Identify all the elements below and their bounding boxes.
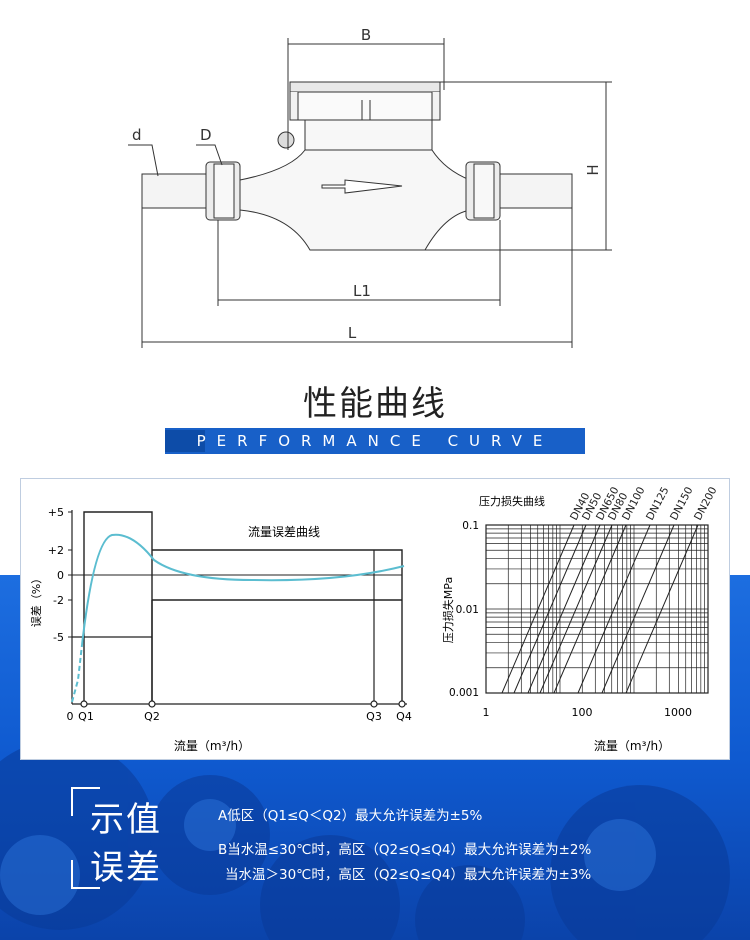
low-zone-upper-limit	[83, 511, 153, 704]
x-axis-label: 流量（m³/h）	[174, 739, 250, 753]
dim-l1-label: L1	[353, 282, 371, 300]
section-subtitle: PERFORMANCE CURVE	[196, 432, 554, 450]
y-tick-label: 0.1	[462, 520, 479, 532]
x-tick-label: 100	[572, 706, 593, 719]
badge-line-2: 误差	[90, 848, 162, 888]
x-tick-label: Q1	[78, 710, 94, 723]
x-tick-label: 0	[67, 710, 74, 723]
outlet-pipe	[499, 173, 573, 209]
x-tick-label: Q2	[144, 710, 160, 723]
dim-D-label: D	[200, 126, 212, 144]
series-line	[625, 524, 699, 694]
error-curve-dashed	[71, 644, 83, 703]
badge-frame	[71, 787, 100, 889]
meter-lid	[289, 81, 441, 93]
chart-title: 流量误差曲线	[248, 525, 320, 539]
inlet-pipe	[141, 173, 207, 209]
section-title: 性能曲线	[303, 384, 447, 424]
x-tick-label: Q3	[366, 710, 382, 723]
y-tick-label: 0	[57, 569, 64, 582]
y-axis-label: 压力损失MPa	[441, 577, 455, 643]
series-line	[527, 524, 601, 694]
dim-h-label: H	[584, 164, 602, 175]
note-b2: 当水温＞30℃时，高区（Q2≤Q≤Q4）最大允许误差为±3%	[225, 867, 592, 883]
series-line	[539, 524, 613, 694]
meter-dimension-drawing: B H d D L1 L	[128, 26, 612, 348]
note-b: B当水温≤30℃时，高区（Q2≤Q≤Q4）最大允许误差为±2%	[218, 842, 592, 858]
series-line	[501, 524, 575, 694]
x-tick-label: 1	[483, 706, 490, 719]
y-tick-label: 0.01	[456, 604, 479, 616]
error-curve	[81, 533, 405, 646]
dim-l-label: L	[348, 324, 357, 342]
flow-arrow-icon	[321, 179, 403, 194]
plot-frame	[485, 524, 709, 694]
dim-b-label: B	[361, 26, 371, 44]
badge-line-1: 示值	[90, 800, 162, 840]
meter-photo-background	[0, 740, 730, 940]
x-tick-label: 1000	[664, 706, 692, 719]
error-curve-chart: +5 +2 0 -2 -5 0 Q1 Q2 Q3 Q4 流量误差曲线 误差（%）…	[29, 506, 412, 753]
y-tick-label: 0.001	[449, 687, 479, 699]
x-tick-label: Q4	[396, 710, 412, 723]
series-label: DN200	[692, 485, 719, 522]
chart-title: 压力损失曲线	[479, 494, 545, 508]
high-zone-upper-limit	[152, 549, 403, 704]
y-tick-label: -2	[53, 594, 64, 607]
y-axis-label: 误差（%）	[29, 573, 43, 627]
y-tick-label: -5	[53, 631, 64, 644]
dim-D-leader	[196, 144, 223, 166]
y-tick-label: +2	[48, 544, 64, 557]
series-line	[601, 524, 675, 694]
y-tick-label: +5	[48, 506, 64, 519]
series-line	[553, 524, 627, 694]
note-a: A低区（Q1≤Q＜Q2）最大允许误差为±5%	[218, 808, 483, 824]
series-line	[577, 524, 651, 694]
section-subtitle-bar	[165, 428, 585, 454]
section-subtitle-accent	[165, 430, 205, 452]
dim-d-leader	[128, 144, 159, 177]
x-axis-label: 流量（m³/h）	[594, 739, 670, 753]
series-line	[513, 524, 587, 694]
dim-d-label: d	[132, 126, 142, 144]
